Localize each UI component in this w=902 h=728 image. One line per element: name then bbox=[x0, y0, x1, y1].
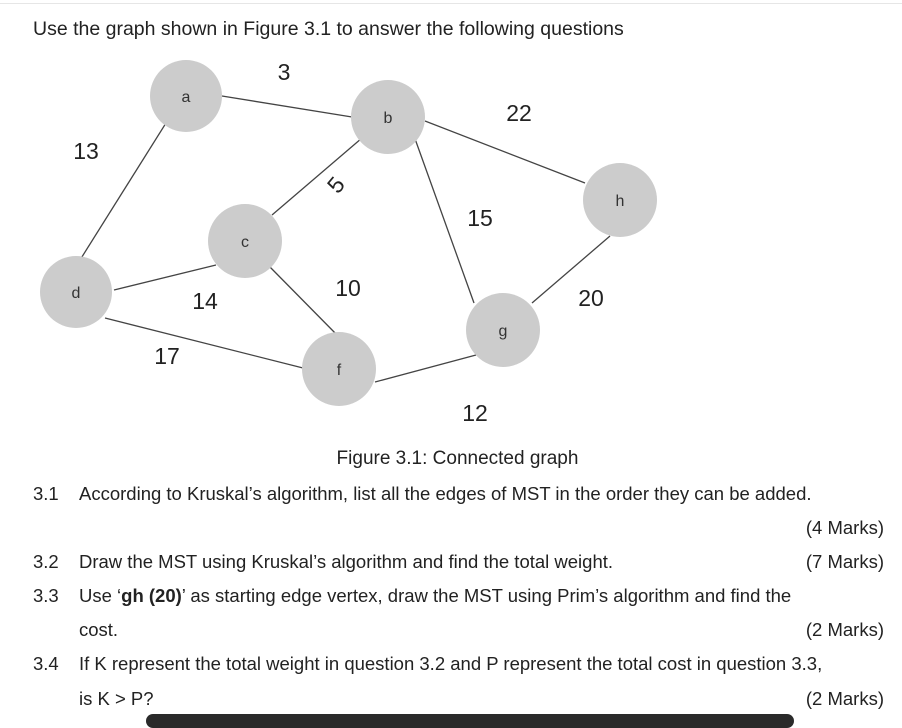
node-a bbox=[150, 60, 222, 132]
question-text: Use ‘gh (20)’ as starting edge vertex, d… bbox=[79, 585, 792, 606]
edge-a-d bbox=[79, 122, 167, 261]
top-divider bbox=[0, 3, 902, 4]
weight-b-g: 15 bbox=[467, 205, 493, 231]
weight-d-f: 17 bbox=[154, 343, 180, 369]
weight-c-f: 10 bbox=[335, 275, 361, 301]
edge-d-f bbox=[104, 317, 304, 369]
question-text-continued: cost. bbox=[79, 619, 119, 640]
edge-weights: 3 13 5 22 15 14 10 17 12 20 bbox=[73, 59, 604, 426]
question-number: 3.2 bbox=[33, 551, 59, 572]
edge-c-f bbox=[267, 264, 341, 339]
weight-a-d: 13 bbox=[73, 138, 99, 164]
edge-b-c bbox=[271, 137, 363, 216]
question-text: According to Kruskal’s algorithm, list a… bbox=[79, 483, 812, 504]
edge-f-g bbox=[374, 354, 477, 383]
question-3-3: 3.3 Use ‘gh (20)’ as starting edge verte… bbox=[0, 585, 902, 607]
edge-a-b bbox=[221, 95, 353, 118]
connected-graph-figure: a b c d f g h 3 13 5 22 15 14 10 17 12 2… bbox=[40, 59, 657, 426]
weight-g-h: 20 bbox=[578, 285, 604, 311]
graph-nodes bbox=[40, 60, 657, 406]
question-text: Draw the MST using Kruskal’s algorithm a… bbox=[79, 551, 614, 572]
node-h bbox=[583, 163, 657, 237]
question-marks: (2 Marks) bbox=[805, 688, 884, 709]
question-3-2: 3.2 Draw the MST using Kruskal’s algorit… bbox=[0, 551, 902, 573]
node-b bbox=[351, 80, 425, 154]
question-number: 3.4 bbox=[33, 653, 59, 674]
edge-b-h bbox=[424, 120, 586, 184]
edge-b-g bbox=[413, 135, 475, 304]
starting-edge-bold: gh (20) bbox=[121, 585, 182, 606]
question-marks: (7 Marks) bbox=[805, 551, 884, 572]
node-label-h: h bbox=[616, 193, 625, 210]
node-label-d: d bbox=[72, 285, 81, 302]
figure-caption: Figure 3.1: Connected graph bbox=[336, 448, 579, 469]
weight-c-d: 14 bbox=[192, 288, 218, 314]
node-d bbox=[40, 256, 112, 328]
weight-f-g: 12 bbox=[462, 400, 488, 426]
intro-text: Use the graph shown in Figure 3.1 to ans… bbox=[33, 18, 624, 40]
graph-edges bbox=[79, 95, 611, 383]
question-text-continued: is K > P? bbox=[79, 688, 154, 709]
node-labels: a b c d f g h bbox=[72, 89, 625, 379]
bottom-scrollbar[interactable] bbox=[146, 714, 794, 728]
question-3-3-line2: cost. (2 Marks) bbox=[0, 619, 902, 641]
question-marks: (4 Marks) bbox=[805, 517, 884, 538]
node-label-a: a bbox=[182, 89, 191, 106]
node-label-c: c bbox=[241, 234, 249, 251]
node-label-f: f bbox=[337, 362, 342, 379]
node-g bbox=[466, 293, 540, 367]
node-f bbox=[302, 332, 376, 406]
question-3-4: 3.4 If K represent the total weight in q… bbox=[0, 653, 902, 675]
question-3-4-line2: is K > P? (2 Marks) bbox=[0, 688, 902, 710]
edge-c-d bbox=[113, 264, 217, 291]
question-3-1-marks-row: (4 Marks) bbox=[0, 517, 902, 539]
weight-b-h: 22 bbox=[506, 100, 532, 126]
edge-g-h bbox=[531, 235, 611, 304]
question-marks: (2 Marks) bbox=[805, 619, 884, 640]
question-3-1: 3.1 According to Kruskal’s algorithm, li… bbox=[0, 483, 902, 505]
weight-a-b: 3 bbox=[278, 59, 291, 85]
node-label-b: b bbox=[384, 110, 393, 127]
question-number: 3.3 bbox=[33, 585, 59, 606]
weight-b-c: 5 bbox=[322, 172, 350, 199]
question-text: If K represent the total weight in quest… bbox=[79, 653, 823, 674]
question-number: 3.1 bbox=[33, 483, 59, 504]
node-label-g: g bbox=[499, 323, 508, 340]
node-c bbox=[208, 204, 282, 278]
